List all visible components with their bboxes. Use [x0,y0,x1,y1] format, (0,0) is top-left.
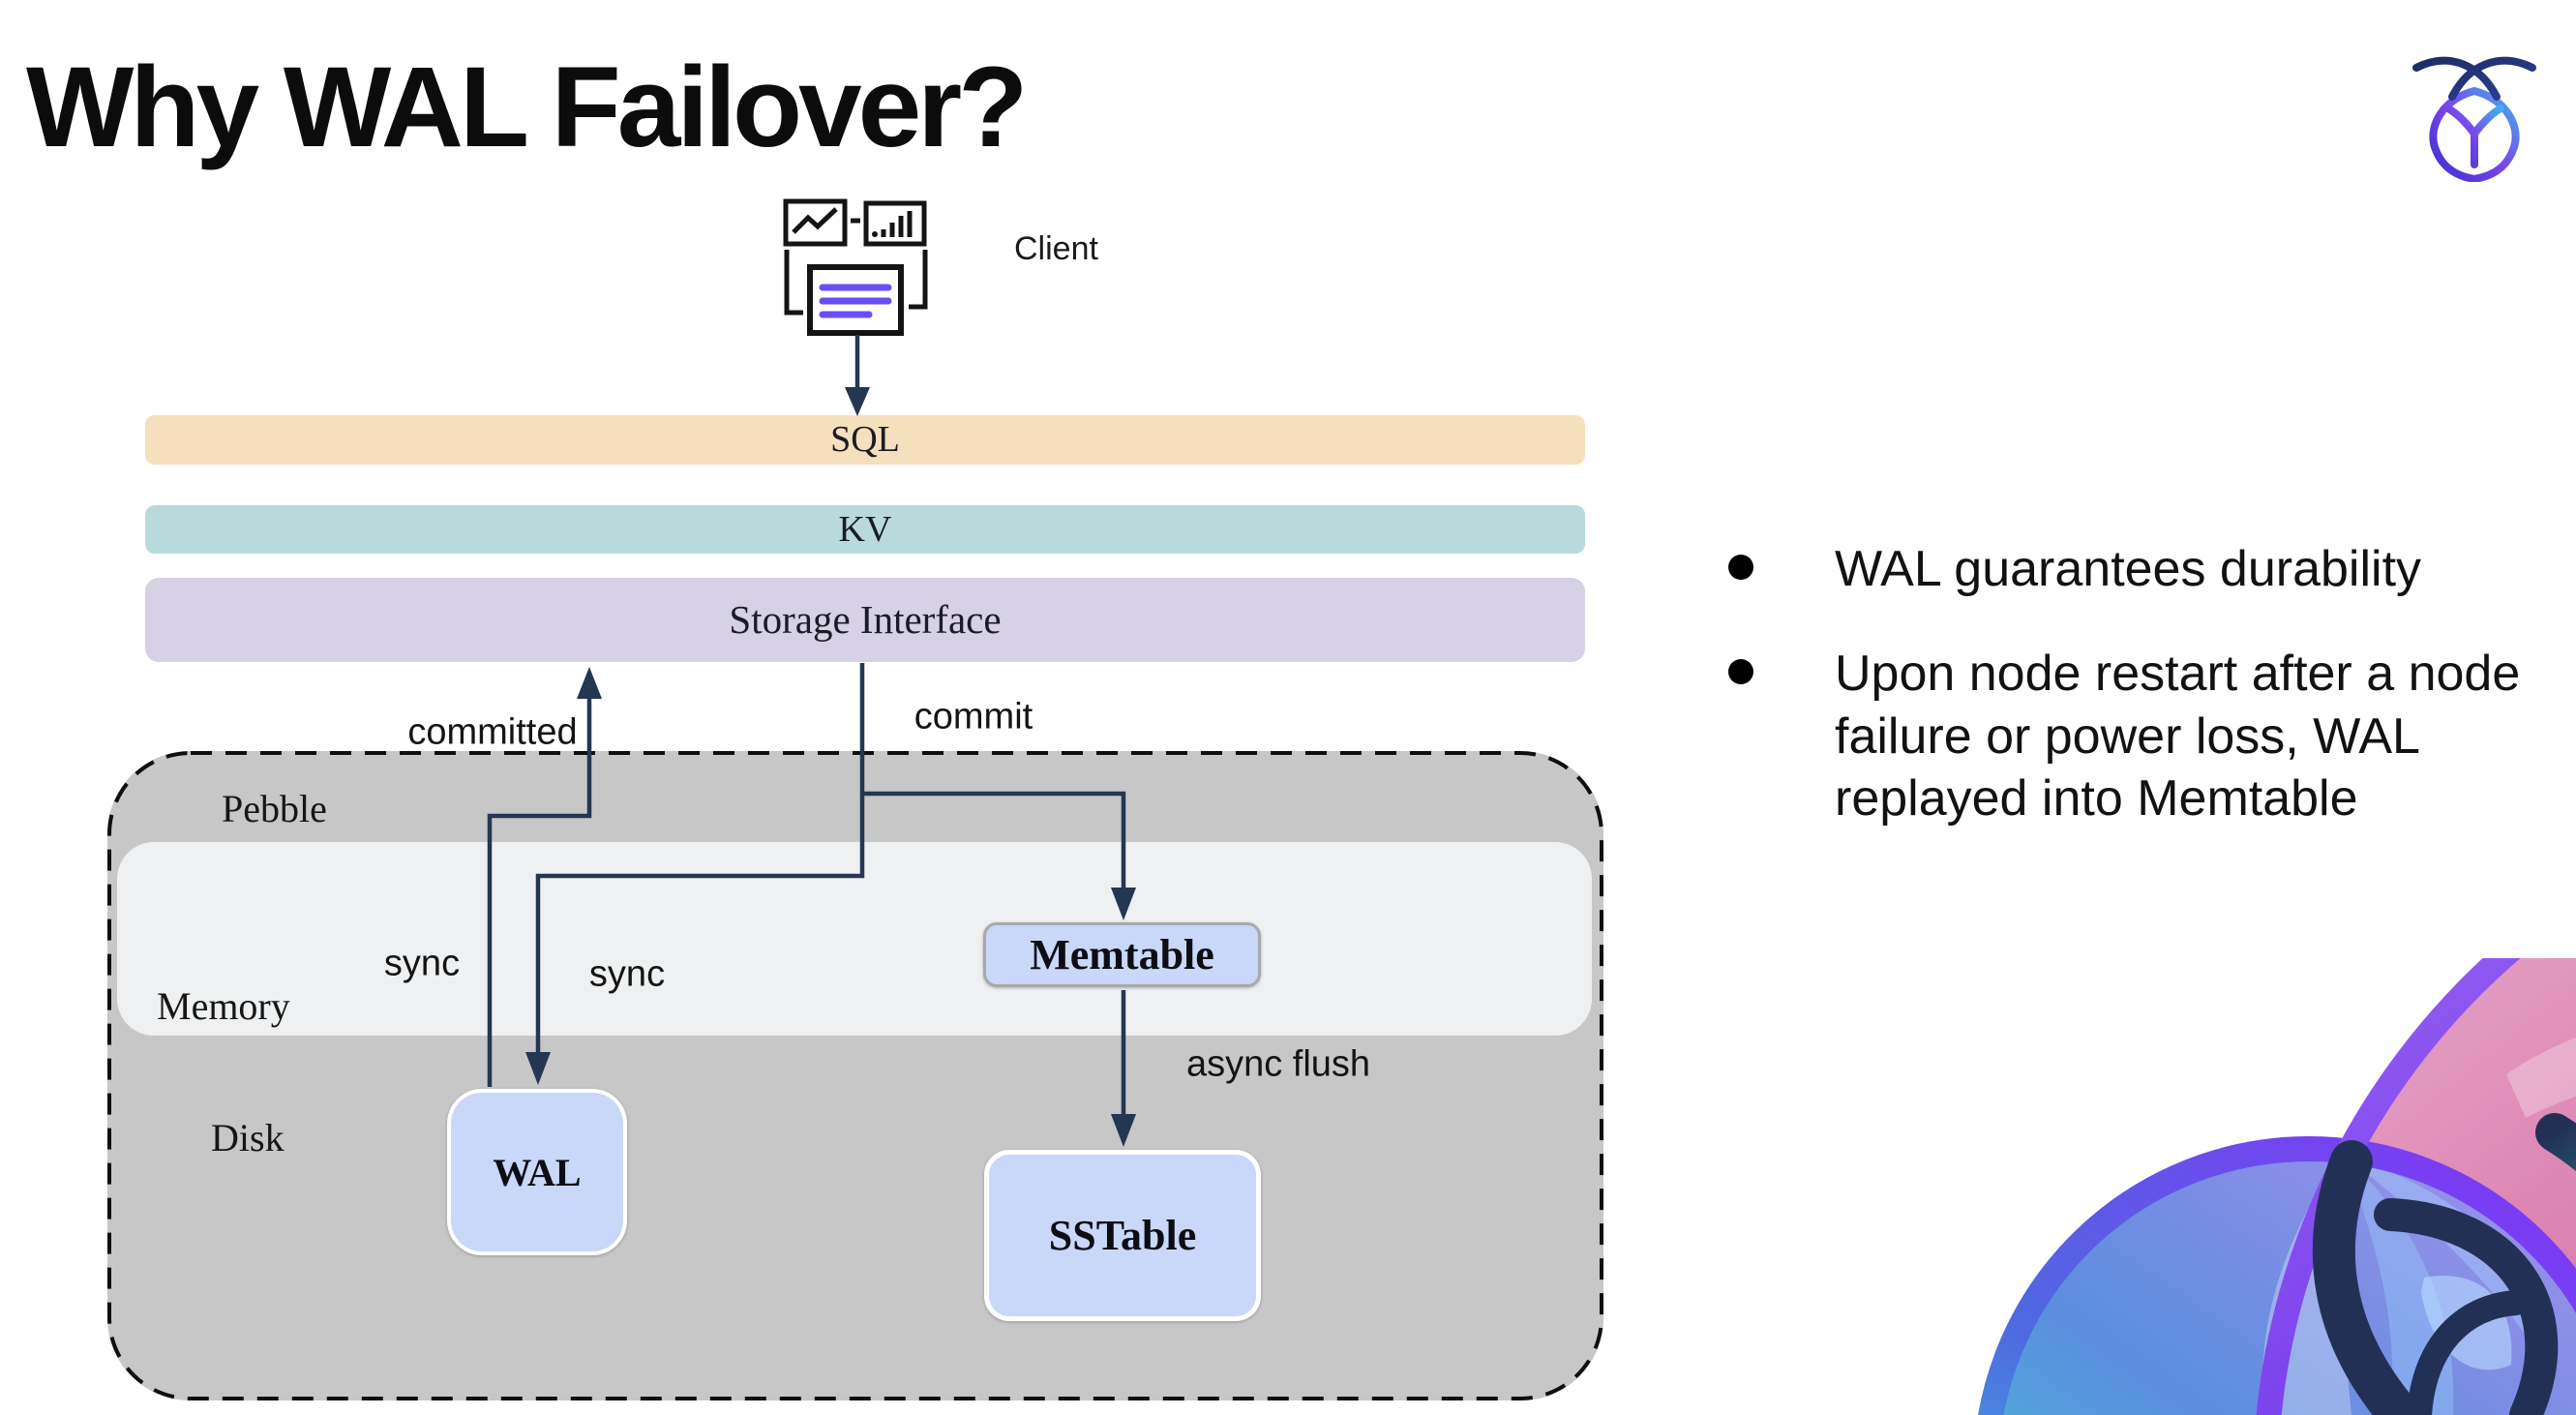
memtable-node: Memtable [983,922,1261,987]
list-item: WAL guarantees durability [1699,538,2576,600]
bullet-list: WAL guarantees durability Upon node rest… [1699,538,2576,873]
bullet-dot-icon [1728,555,1753,580]
memory-band [117,842,1592,1036]
list-item: Upon node restart after a node failure o… [1699,643,2576,829]
committed-label: committed [407,711,578,753]
wal-node: WAL [447,1089,627,1255]
page-title: Why WAL Failover? [26,44,1028,171]
async-flush-label: async flush [1185,1043,1371,1085]
disk-label: Disk [211,1116,285,1159]
cockroachdb-logo-icon [2412,56,2536,182]
bullet-text: Upon node restart after a node failure o… [1835,646,2521,828]
brand-art [1935,958,2576,1415]
sstable-node: SSTable [984,1150,1261,1321]
bullet-text: WAL guarantees durability [1835,541,2422,597]
client-terminal-icon [783,198,928,336]
commit-label: commit [914,696,1033,738]
sync-right-label: sync [588,953,666,995]
layer-sql: SQL [145,415,1585,465]
memory-label: Memory [157,984,290,1028]
cockroach-sphere-art-icon [1978,958,2576,1415]
sync-left-label: sync [383,943,461,984]
layer-storage-interface: Storage Interface [145,578,1585,662]
pebble-container: Pebble Memory Disk [107,751,1603,1400]
client-label: Client [1014,230,1098,267]
document-lines [819,284,892,318]
layer-kv: KV [145,505,1585,554]
pebble-label: Pebble [222,787,327,830]
bullet-dot-icon [1728,659,1753,685]
